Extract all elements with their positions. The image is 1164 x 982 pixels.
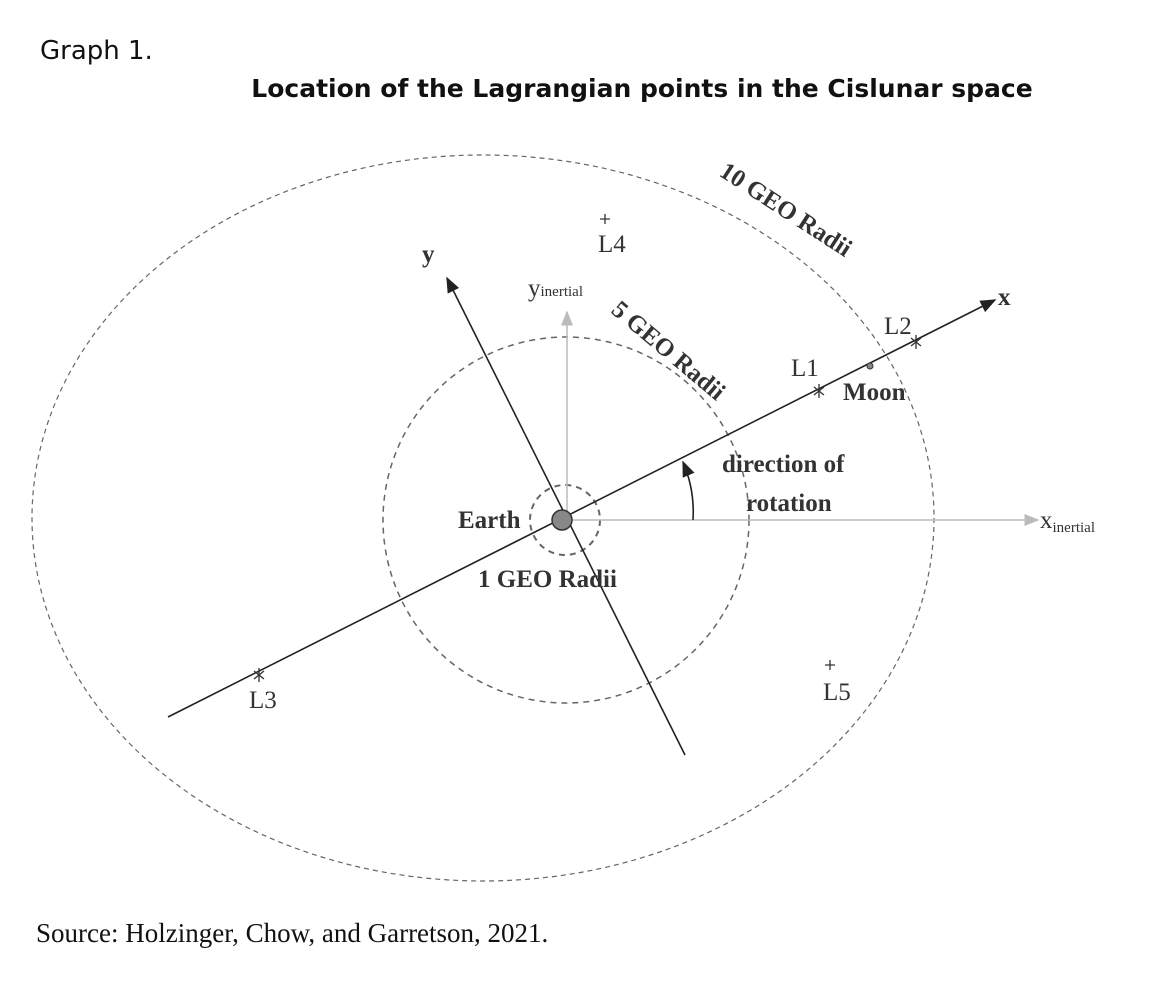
x-inertial-label: xinertial [1040,507,1095,536]
earth-icon [551,509,573,531]
l1-label: L1 [791,355,819,382]
diagram-title: Location of the Lagrangian points in the… [251,74,1033,103]
rotation-arrow [682,460,695,521]
y-axis-label: y [422,241,435,268]
ring-10-geo-label: 10 GEO Radii [715,157,857,262]
ring-5-geo-label: 5 GEO Radii [606,296,730,406]
rotation-label-line1: direction of [722,451,845,478]
l1-marker [813,384,825,398]
l2-label: L2 [884,313,912,340]
l5-marker [825,660,835,670]
x-axis [167,299,997,718]
lagrange-markers [253,214,922,682]
l4-label: L4 [598,231,626,258]
l3-marker [253,668,265,682]
l3-label: L3 [249,687,277,714]
moon-label: Moon [843,379,906,406]
ring-10-geo [31,154,935,882]
earth-label: Earth [458,507,521,534]
moon-icon [866,362,874,370]
l5-label: L5 [823,679,851,706]
l4-marker [600,214,610,224]
ring-1-geo-label: 1 GEO Radii [478,566,617,593]
source-note: Source: Holzinger, Chow, and Garretson, … [36,918,549,948]
y-inertial-label: yinertial [528,275,583,302]
rotation-label-line2: rotation [746,490,832,517]
graph-label: Graph 1. [40,36,153,66]
x-axis-label: x [998,284,1011,311]
l2-marker [910,335,922,349]
